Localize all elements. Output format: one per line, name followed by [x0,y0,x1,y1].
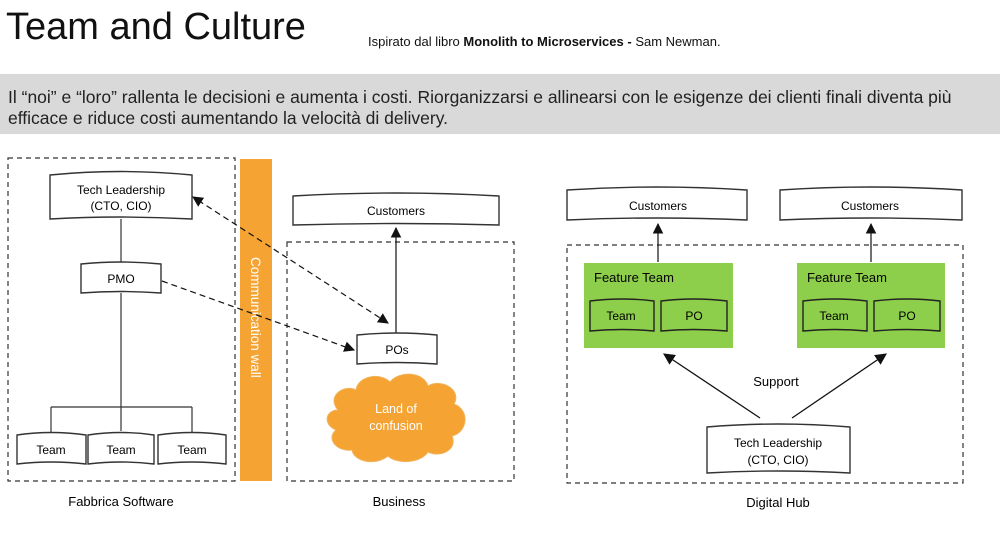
team-box [87,431,155,465]
page-title: Team and Culture [6,6,306,48]
hub-customers-box [566,186,748,221]
team-box [16,431,87,465]
team-label: Team [177,443,206,457]
support-arrow [663,353,761,419]
feature-team-team-box [802,298,868,332]
cloud-label-line1: Land of [375,402,417,416]
business-boundary [286,241,515,482]
team-box [157,431,227,465]
pos-label: POs [385,343,408,357]
pos-box [356,332,438,365]
summary-text: Il “noi” e “loro” rallenta le decisioni … [8,87,952,128]
hub-customers-label: Customers [629,199,687,213]
pmo-label: PMO [107,272,134,286]
team-label: Team [36,443,65,457]
fabbrica-tech-leadership-line1: Tech Leadership [77,183,165,197]
digital-hub-label: Digital Hub [746,495,810,510]
support-arrow [791,353,887,419]
feature-team-title: Feature Team [807,270,887,285]
fabbrica-label: Fabbrica Software [68,494,174,509]
land-of-confusion-cloud [326,373,466,463]
hub-customers-box [779,186,963,221]
feature-team-team-label: Team [606,309,635,323]
feature-team-po-label: PO [898,309,915,323]
digital-hub-boundary [566,244,964,484]
subtitle-author: Sam Newman. [635,34,721,49]
feature-team-team-label: Team [819,309,848,323]
hub-customers-label: Customers [841,199,899,213]
subtitle-separator: - [623,34,636,49]
pos-to-tech-leadership-dashed-arrow [192,196,389,324]
feature-team-po-box [660,298,728,332]
summary-banner [0,74,1000,134]
hub-tech-leadership-line1: Tech Leadership [734,436,822,450]
business-label: Business [373,494,426,509]
feature-team-po-box [873,298,941,332]
fabbrica-tech-leadership-box [49,170,193,220]
subtitle-prefix: Ispirato dal libro [368,34,464,49]
hub-tech-leadership-line2: (CTO, CIO) [747,453,808,467]
page-subtitle: Ispirato dal libro Monolith to Microserv… [368,34,721,49]
fabbrica-tech-leadership-line2: (CTO, CIO) [90,199,151,213]
business-customers-label: Customers [367,204,425,218]
pmo-to-pos-dashed-arrow [161,280,356,352]
pmo-box [80,261,162,294]
feature-team-team-box [589,298,655,332]
hub-tech-leadership-box [706,423,851,474]
feature-team-title: Feature Team [594,270,674,285]
team-label: Team [106,443,135,457]
support-label: Support [753,374,799,389]
cloud-label-line2: confusion [369,419,423,433]
feature-team-po-label: PO [685,309,702,323]
communication-wall-label: Communication wall [248,257,263,378]
subtitle-book: Monolith to Microservices [463,34,624,49]
